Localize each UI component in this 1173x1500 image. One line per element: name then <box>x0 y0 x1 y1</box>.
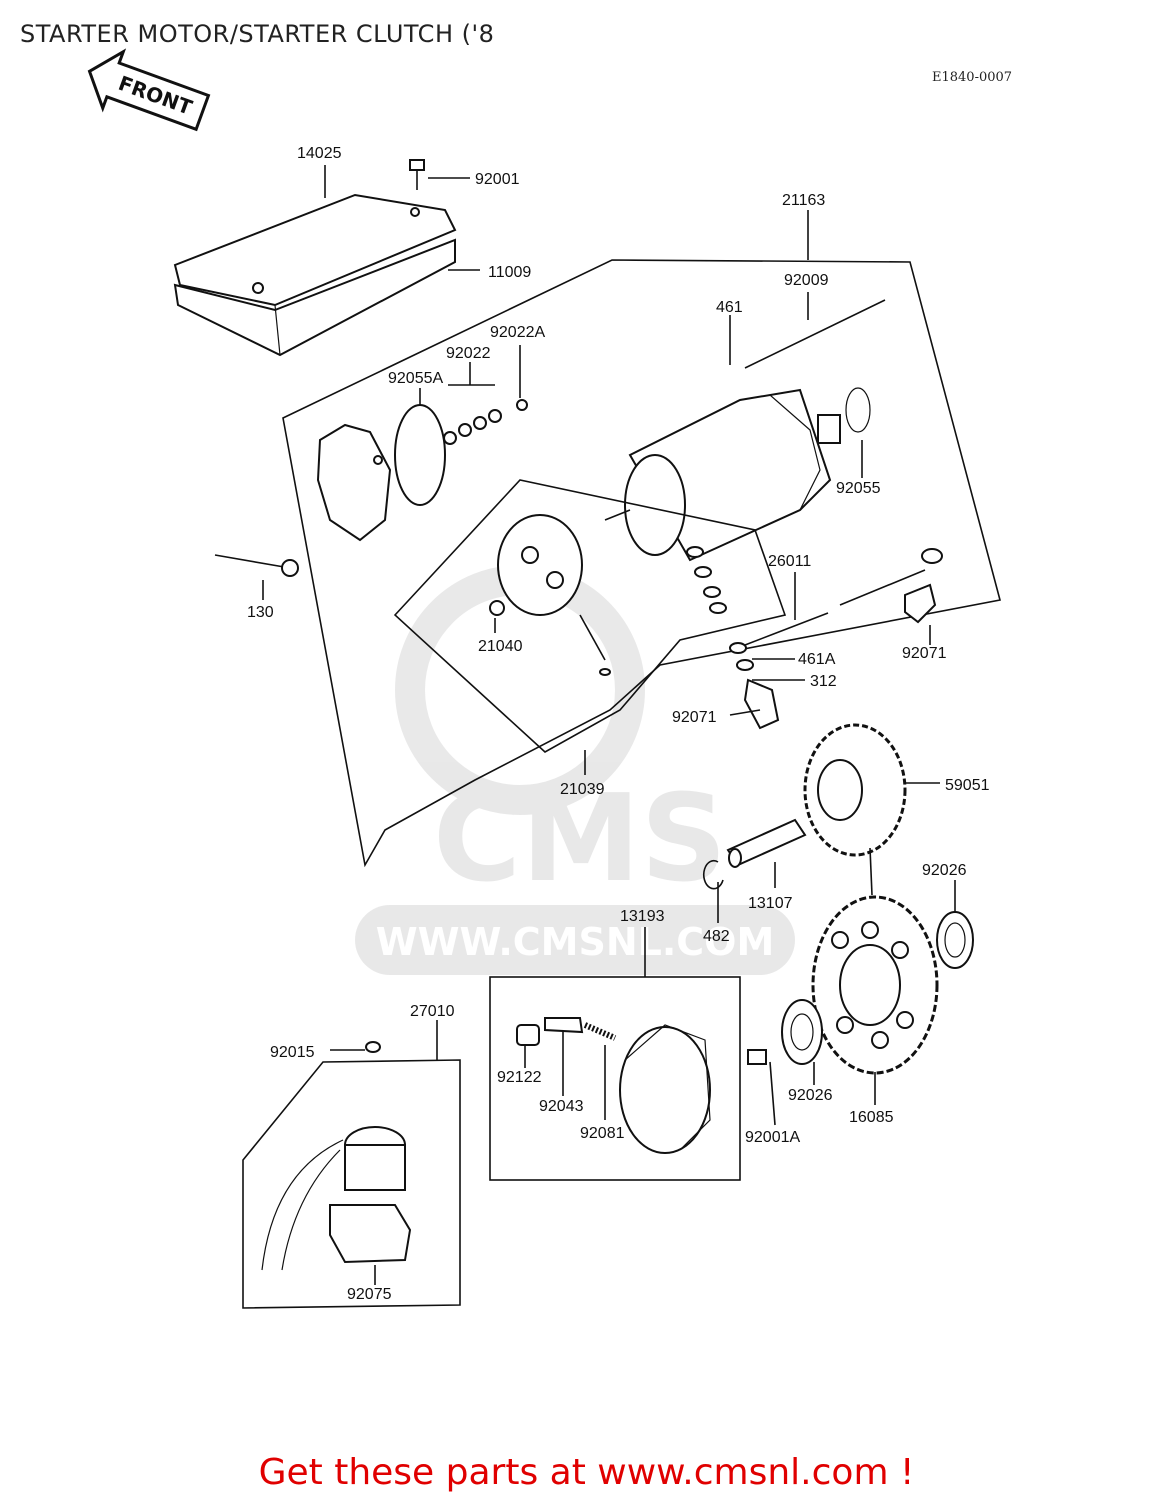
label-14025: 14025 <box>297 145 342 162</box>
bolt-92001 <box>409 159 425 190</box>
label-92022: 92022 <box>446 345 491 362</box>
starter-motor-assembly-outline <box>282 259 1001 868</box>
front-arrow-icon: FRONT <box>87 48 211 132</box>
label-59051: 59051 <box>945 777 990 794</box>
nut-21040 <box>489 600 505 616</box>
terminal-stack <box>686 546 780 730</box>
starter-motor <box>604 387 871 562</box>
footer-cta[interactable]: Get these parts at www.cmsnl.com ! <box>0 1452 1173 1493</box>
page-title: STARTER MOTOR/STARTER CLUTCH ('8 <box>20 20 495 48</box>
diagram-code: E1840-0007 <box>932 70 1013 85</box>
starter-clutch-box <box>489 976 741 1181</box>
watermark-url: WWW.CMSNL.COM <box>376 920 775 964</box>
label-27010: 27010 <box>410 1003 455 1020</box>
brush-holder-21039 <box>497 514 611 676</box>
idle-gear-59051 <box>803 723 907 857</box>
label-21163: 21163 <box>782 192 825 209</box>
label-130: 130 <box>247 604 274 621</box>
circlip-482 <box>702 859 724 890</box>
label-92081: 92081 <box>580 1125 625 1142</box>
label-92075: 92075 <box>347 1286 392 1303</box>
label-11009: 11009 <box>488 264 531 281</box>
label-92071-lower: 92071 <box>672 709 717 726</box>
cable-26011 <box>744 548 943 646</box>
leader-lines <box>262 165 956 1285</box>
label-92001A: 92001A <box>745 1129 800 1146</box>
label-13193: 13193 <box>620 908 665 925</box>
starter-gear-16085 <box>811 895 939 1075</box>
label-461: 461 <box>716 299 743 316</box>
brush-holder-outline <box>393 479 787 753</box>
label-26011: 26011 <box>768 553 811 570</box>
starter-cover <box>173 193 457 357</box>
label-92022A: 92022A <box>490 324 545 341</box>
starter-relay-27010 <box>261 1041 412 1271</box>
starter-end-cover <box>316 399 528 542</box>
label-92055A: 92055A <box>388 370 443 387</box>
through-bolt-92009 <box>744 299 886 369</box>
label-21039: 21039 <box>560 781 605 798</box>
label-92026-lower: 92026 <box>788 1087 833 1104</box>
label-13107: 13107 <box>748 895 793 912</box>
shaft-13107 <box>726 818 807 868</box>
label-92122: 92122 <box>497 1069 542 1086</box>
label-92055: 92055 <box>836 480 881 497</box>
label-461A: 461A <box>798 651 836 668</box>
label-92001: 92001 <box>475 171 520 188</box>
label-21040: 21040 <box>478 638 523 655</box>
label-92043: 92043 <box>539 1098 584 1115</box>
washer-92026-lower <box>781 999 823 1065</box>
label-312: 312 <box>810 673 837 690</box>
exploded-parts-diagram: CMS WWW.CMSNL.COM FRONT <box>87 48 1001 1309</box>
bolt-130 <box>214 554 291 569</box>
starter-relay-outline <box>242 1059 461 1309</box>
cmsnl-link[interactable]: Get these parts at www.cmsnl.com ! <box>258 1452 915 1493</box>
label-16085: 16085 <box>849 1109 894 1126</box>
label-92015: 92015 <box>270 1044 315 1061</box>
label-92026-upper: 92026 <box>922 862 967 879</box>
label-482: 482 <box>703 928 730 945</box>
label-92009: 92009 <box>784 272 829 289</box>
starter-clutch-13193 <box>516 1017 767 1154</box>
label-92071-upper: 92071 <box>902 645 947 662</box>
watermark-brand: CMS <box>433 770 727 909</box>
washer-92026-upper <box>936 911 974 969</box>
